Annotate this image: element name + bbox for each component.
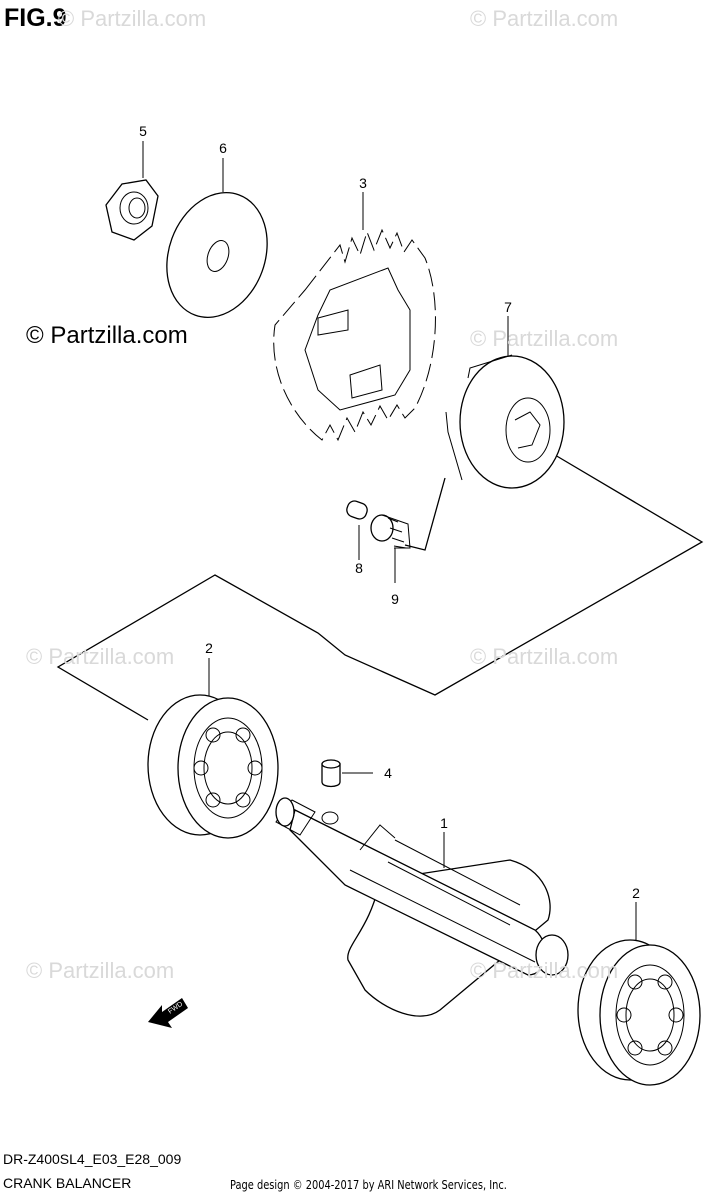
- leader-lines: [142, 141, 637, 940]
- watermark: © Partzilla.com: [470, 6, 619, 31]
- figure-label: FIG.9: [4, 4, 67, 32]
- figure-code: DR-Z400SL4_E03_E28_009: [3, 1151, 182, 1167]
- fwd-arrow-icon: FWD: [148, 998, 188, 1028]
- watermark: © Partzilla.com: [470, 326, 619, 351]
- callout-number: 9: [391, 591, 399, 607]
- callout-number: 8: [355, 560, 363, 576]
- page-credit: Page design © 2004-2017 by ARI Network S…: [230, 1178, 507, 1192]
- callout-number: 7: [504, 299, 512, 315]
- watermark: © Partzilla.com: [26, 958, 175, 983]
- watermark: © Partzilla.com: [470, 958, 619, 983]
- balancer-shaft-part-1: [275, 797, 569, 1017]
- callout-number: 4: [384, 765, 392, 781]
- nut-part-5: [105, 179, 159, 241]
- gear-part-3: [273, 228, 436, 442]
- dowel-part-4: [321, 759, 341, 788]
- callout-number: 3: [359, 175, 367, 191]
- watermark: © Partzilla.com: [470, 644, 619, 669]
- callout-number: 6: [219, 140, 227, 156]
- washer-part-6: [166, 192, 268, 318]
- figure-title: CRANK BALANCER: [3, 1175, 132, 1191]
- callout-number: 2: [205, 640, 213, 656]
- brand-notice: © Partzilla.com: [26, 322, 188, 349]
- watermark: © Partzilla.com: [58, 6, 207, 31]
- callout-number: 1: [440, 815, 448, 831]
- watermark: © Partzilla.com: [26, 644, 175, 669]
- balancer-drive-part-7: [445, 354, 565, 489]
- bearing-part-2-right: [577, 939, 701, 1086]
- spring-part-9: [370, 514, 411, 549]
- assembly-guide-line: [56, 454, 704, 721]
- pin-part-8: [346, 500, 368, 520]
- assembly-guide-line: [404, 477, 446, 551]
- callout-number: 2: [632, 885, 640, 901]
- bearing-part-2-left: [147, 694, 279, 839]
- callout-number: 5: [139, 123, 147, 139]
